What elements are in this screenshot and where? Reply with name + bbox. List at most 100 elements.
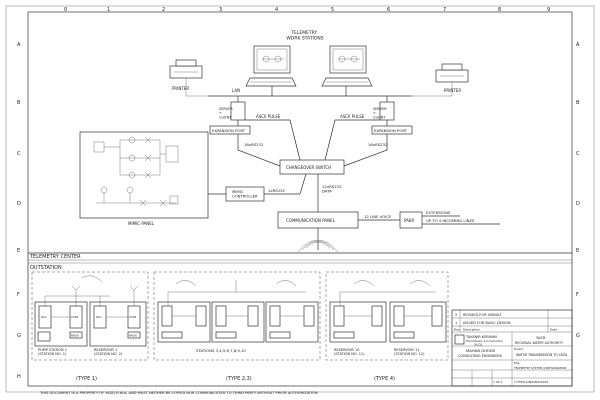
reservoir11-box bbox=[389, 301, 447, 343]
rev1-description: ISSUED FOR BASIC DESIGN bbox=[463, 321, 511, 325]
stations-box-right bbox=[265, 301, 319, 343]
plc-label: PLC bbox=[96, 315, 102, 319]
row-label: C bbox=[576, 151, 580, 157]
pabx-label: PABX bbox=[404, 218, 415, 223]
workstations-label: TELEMETRY WORK STATIONS bbox=[286, 30, 323, 41]
rev2-number: 2 bbox=[455, 313, 457, 317]
row-label: F bbox=[17, 292, 20, 298]
client-line-2: REGIONAL WATER AUTHORITY bbox=[515, 341, 563, 345]
footer-note: THIS DOCUMENT IS A PROPERTY OF YAZD R.W.… bbox=[39, 391, 318, 395]
row-label: A bbox=[17, 42, 21, 48]
stations-box-left bbox=[157, 301, 211, 343]
col-label: 8 bbox=[498, 7, 501, 13]
stations-internals bbox=[161, 280, 315, 339]
pump-station-box bbox=[34, 301, 88, 347]
stations-label: STATIONS 3,4,5,6,7,8,9,10 bbox=[196, 348, 246, 353]
row-label: G bbox=[17, 333, 21, 339]
col-label: 1 bbox=[107, 7, 110, 13]
consultant-name: MAHAB GHODS bbox=[466, 348, 496, 353]
consultant-subtitle: CONSULTING ENGINEERS bbox=[458, 354, 503, 358]
col-label: 0 bbox=[64, 7, 67, 13]
lan-label: LAN bbox=[232, 88, 240, 93]
sheet-number: 1 OF 1 bbox=[493, 380, 503, 384]
col-label: 3 bbox=[219, 7, 222, 13]
col-label: 6 bbox=[387, 7, 390, 13]
expansion-port-right-label: EXPANSION PORT bbox=[374, 128, 408, 133]
row-label: H bbox=[17, 374, 21, 380]
rev1-number: 1 bbox=[455, 321, 457, 325]
extensions-label: EXTENSIONS bbox=[426, 210, 451, 215]
server-left bbox=[230, 101, 246, 121]
changeover-label: CHANGEOVER SWITCH bbox=[286, 165, 331, 170]
company-subtitle: Transmission & Construction bbox=[466, 339, 503, 343]
expansion-port-left-label: EXPANSION PORT bbox=[212, 128, 246, 133]
drawing-title: TELEMETRY SYSTEM CONFIGURATION bbox=[513, 366, 566, 370]
reservoir1-box bbox=[89, 301, 147, 347]
outer-frame bbox=[5, 5, 595, 393]
rs232-right-label: 16xRS232 bbox=[368, 142, 388, 147]
com-label: COM bbox=[129, 315, 136, 319]
row-label: G bbox=[576, 333, 580, 339]
ascii-right-label: ASCII PULSE bbox=[340, 114, 365, 119]
inner-frame bbox=[27, 11, 573, 387]
reservoir1-label: RESERVOIR 1(STATION NO. 2) bbox=[94, 348, 123, 356]
type4-label: (TYPE 4) bbox=[374, 376, 395, 382]
printer-right-label: PRINTER bbox=[444, 88, 461, 93]
antenna-icon bbox=[297, 228, 339, 253]
rev2-description: REVISED FOR ASBUILT bbox=[463, 313, 503, 317]
row-label: C bbox=[17, 151, 21, 157]
changeover-switch bbox=[279, 159, 345, 175]
row-label: A bbox=[576, 42, 580, 48]
company-name: TAVANIR KERMAN bbox=[465, 335, 497, 339]
radio-label: RADIO bbox=[129, 334, 137, 338]
company-subtitle-2: SA.CO. bbox=[474, 343, 483, 347]
expansion-port-left bbox=[209, 125, 251, 135]
row-label: E bbox=[576, 248, 579, 254]
printer-right-icon bbox=[435, 63, 469, 83]
type23-label: (TYPE 2,3) bbox=[226, 376, 252, 382]
title-block bbox=[451, 309, 573, 387]
pump-station-label: PUMP STATION 1(STATION NO. 1) bbox=[38, 348, 67, 356]
ascii-left-label: ASCII PULSE bbox=[256, 114, 281, 119]
comm-panel-label: COMMUNICATION PANEL bbox=[286, 218, 336, 223]
type1-label: (TYPE 1) bbox=[76, 376, 97, 382]
printer-left-label: PRINTER bbox=[172, 86, 189, 91]
rev-column-header: Rev bbox=[454, 328, 460, 332]
row-label: B bbox=[576, 100, 580, 106]
telemetry-center-label: TELEMETRY CENTER bbox=[29, 254, 81, 260]
server-left-label: SERVER+CLIENT bbox=[219, 107, 233, 119]
project-label: Project bbox=[514, 347, 523, 351]
row-label: D bbox=[17, 201, 21, 207]
drawing-number: YY/TPS/1/IN/DN/S/0001 bbox=[514, 380, 548, 384]
workstation-left-icon bbox=[245, 45, 297, 87]
row-label: B bbox=[17, 100, 21, 106]
reservoir11-label: RESERVOIR 11(STATION NO. 12) bbox=[394, 348, 425, 356]
expansion-port-right bbox=[371, 125, 413, 135]
reservoir10-label: RESERVOIR 10(STATION NO. 11) bbox=[334, 348, 365, 356]
row-label: F bbox=[576, 292, 579, 298]
type1-group bbox=[31, 271, 149, 361]
radio-box bbox=[127, 331, 141, 339]
plc-label: PLC bbox=[41, 315, 47, 319]
col-label: 4 bbox=[275, 7, 278, 13]
date-column-header: Date bbox=[550, 328, 557, 332]
mimic-panel bbox=[79, 131, 209, 219]
server-right-label: SERVER+CLIENT bbox=[373, 107, 387, 119]
col-label: 7 bbox=[443, 7, 446, 13]
outstation-label: OUTSTATION bbox=[30, 265, 62, 271]
workstation-right-icon bbox=[321, 45, 373, 87]
type23-group bbox=[153, 271, 321, 361]
stations-box-center bbox=[211, 301, 265, 343]
client-line-1: YAZD bbox=[536, 336, 546, 340]
com-label: COM bbox=[71, 315, 78, 319]
description-column-header: Description bbox=[463, 328, 480, 332]
radio-label: RADIO bbox=[71, 334, 79, 338]
col-label: 2 bbox=[162, 7, 165, 13]
title-label: Title bbox=[514, 361, 520, 365]
row-labels: A B C D E F G H A B C D E F G bbox=[17, 42, 580, 380]
reservoir10-box bbox=[329, 301, 387, 343]
rs232-left-label: 16xRS232 bbox=[244, 142, 264, 147]
